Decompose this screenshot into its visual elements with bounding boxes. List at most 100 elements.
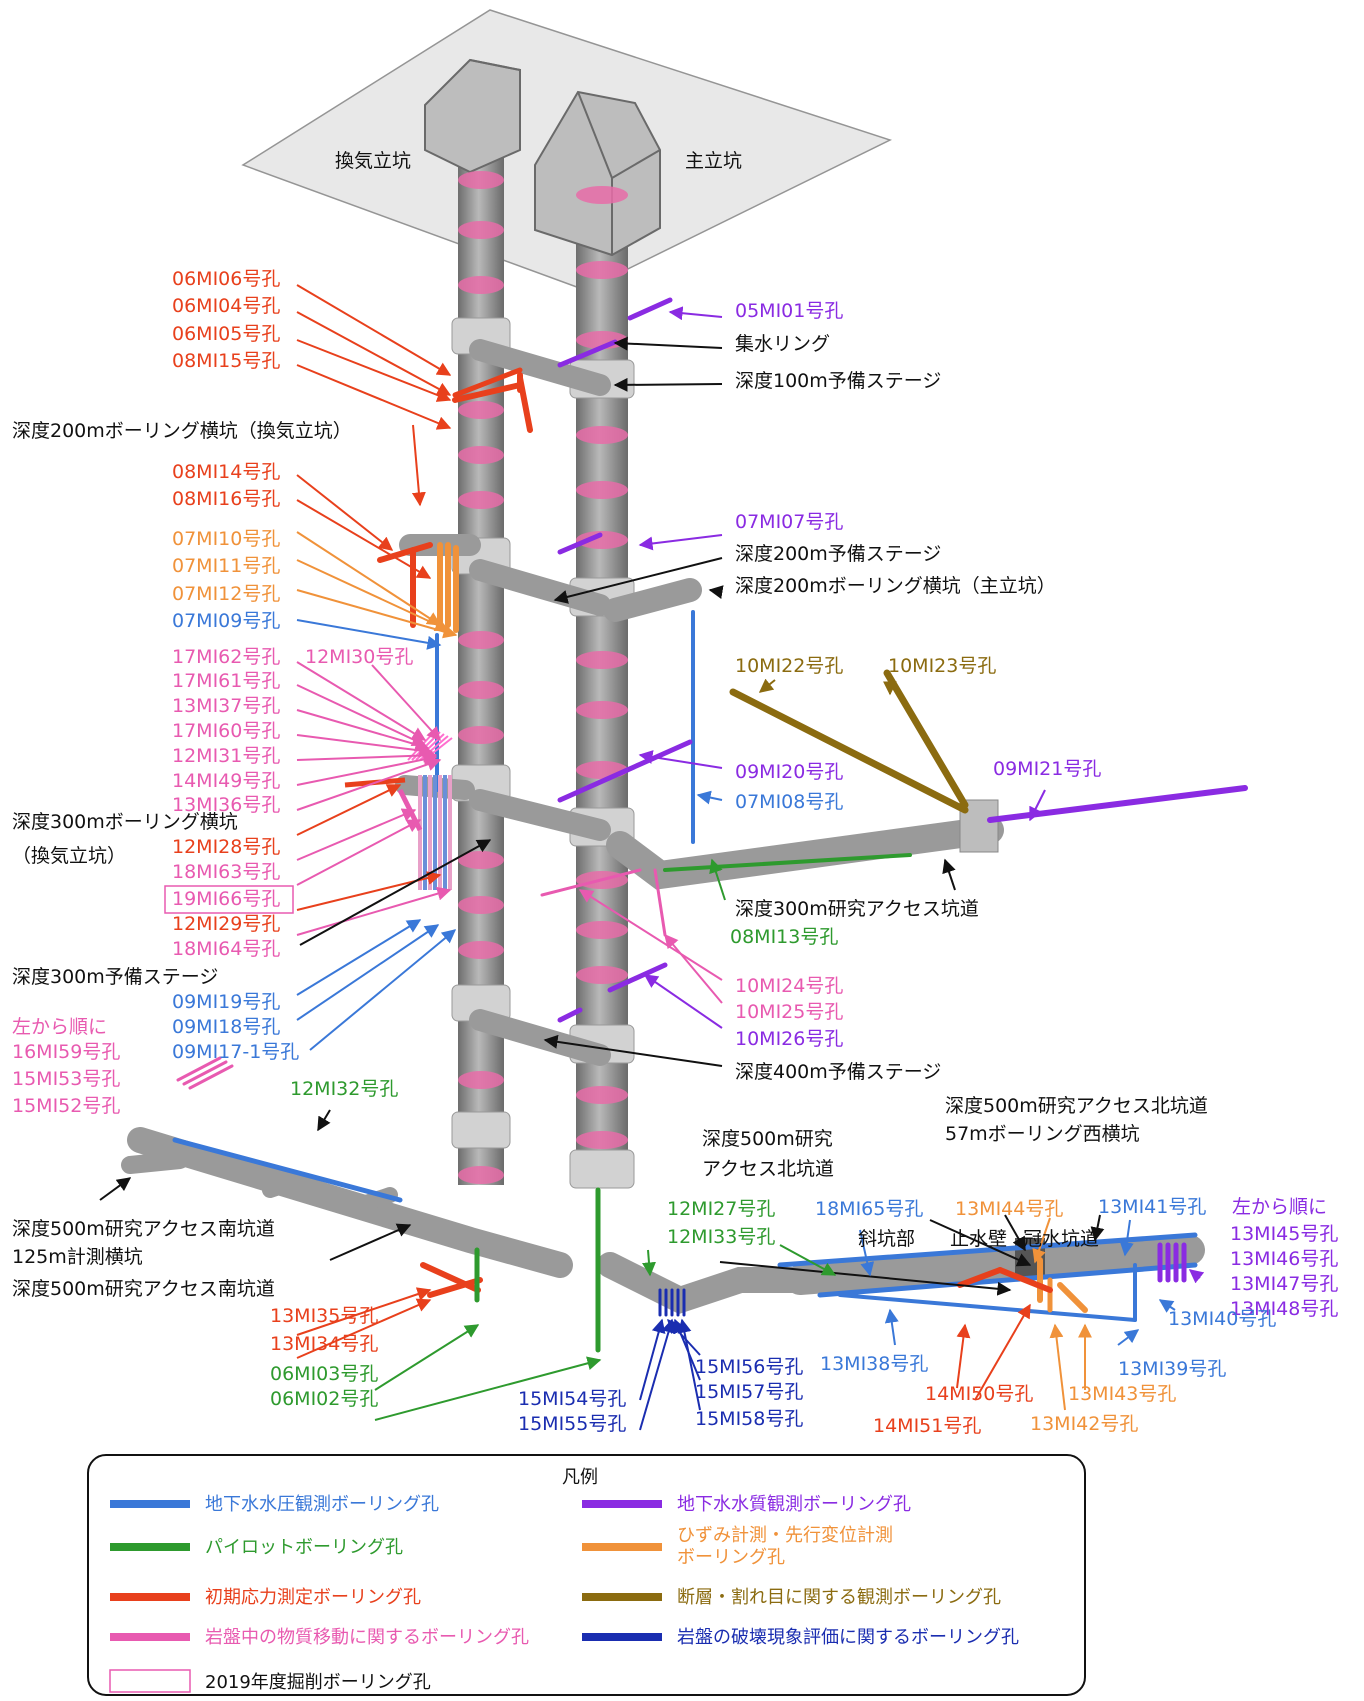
label-05MI01: 05MI01号孔: [735, 300, 843, 322]
shaft-ring: [576, 966, 628, 984]
label-07MI08: 07MI08号孔: [735, 791, 843, 813]
label-waterwall: 止水壁: [950, 1228, 1007, 1250]
ventilation-shaft-label: 換気立坑: [335, 150, 411, 172]
leader-arrow: [543, 1034, 723, 1067]
shaft-ring: [458, 681, 504, 699]
label-north57_1: 深度500m研究アクセス北坑道: [945, 1095, 1208, 1117]
label-08MI15: 08MI15号孔: [172, 350, 280, 372]
shaft-ring: [458, 221, 504, 239]
year-2019-highlight-box: [164, 885, 294, 914]
leader-arrow: [296, 752, 438, 786]
leader-arrow: [296, 919, 422, 996]
shaft-ring: [458, 171, 504, 189]
label-12MI33: 12MI33号孔: [667, 1226, 775, 1248]
leader-arrow: [371, 664, 441, 742]
leader-lines: [99, 284, 1205, 1431]
leader-arrow: [1117, 1329, 1140, 1346]
shaft-ring: [458, 1071, 504, 1089]
leader-arrow: [296, 784, 402, 836]
leader-arrow: [296, 924, 440, 1021]
label-10MI26: 10MI26号孔: [735, 1028, 843, 1050]
legend-item: 岩盤中の物質移動に関するボーリング孔: [110, 1627, 529, 1648]
leader-arrow: [942, 858, 956, 891]
borehole-line: [883, 669, 969, 809]
leader-arrow: [1119, 1219, 1134, 1257]
borehole-line: [607, 962, 668, 993]
shaft-ring: [458, 726, 504, 744]
label-ring: 集水リング: [735, 333, 830, 355]
borehole-line: [452, 367, 523, 398]
borehole-line: [176, 1056, 222, 1082]
leader-arrow: [677, 1318, 701, 1411]
leader-arrow: [99, 1177, 132, 1201]
leader-arrow: [296, 311, 452, 396]
borehole-line: [663, 853, 912, 872]
label-12MI30: 12MI30号孔: [305, 646, 413, 668]
label-14MI50: 14MI50号孔: [925, 1383, 1033, 1405]
label-06MI02: 06MI02号孔: [270, 1388, 378, 1410]
leader-arrow: [664, 933, 723, 1004]
leader-arrow: [1004, 1214, 1026, 1252]
leader-arrow: [668, 306, 723, 321]
legend-item: 断層・割れ目に関する観測ボーリング孔: [582, 1587, 1001, 1608]
label-stage400: 深度400m予備ステージ: [735, 1061, 941, 1083]
label-12MI32: 12MI32号孔: [290, 1078, 398, 1100]
leader-arrow: [296, 474, 394, 551]
shaft-ring: [576, 651, 628, 669]
leader-arrow: [884, 1308, 899, 1346]
shaft-ring: [576, 186, 628, 204]
leader-arrow: [329, 1223, 412, 1261]
label-left_order_2: 左から順に: [1232, 1196, 1327, 1218]
label-13MI48: 13MI48号孔: [1230, 1298, 1338, 1320]
borehole-line: [188, 1064, 234, 1090]
legend-title: 凡例: [562, 1467, 598, 1488]
leader-arrow: [638, 534, 723, 551]
label-18MI63: 18MI63号孔: [172, 861, 280, 883]
leader-arrow: [639, 1318, 666, 1401]
legend-label: 岩盤の破壊現象評価に関するボーリング孔: [677, 1627, 1019, 1648]
label-inclined: 斜坑部: [858, 1228, 915, 1250]
label-flooded: 冠水坑道: [1023, 1228, 1099, 1250]
shaft-ring: [458, 896, 504, 914]
label-19MI66: 19MI66号孔: [172, 888, 280, 910]
galleries: [121, 339, 1205, 1315]
label-09MI18: 09MI18号孔: [172, 1016, 280, 1038]
label-13MI44: 13MI44号孔: [955, 1198, 1063, 1220]
legend-frame: [87, 1454, 1086, 1696]
label-gallery200m: 深度200mボーリング横坑（主立坑）: [735, 575, 1056, 597]
label-15MI58: 15MI58号孔: [695, 1408, 803, 1430]
label-08MI16: 08MI16号孔: [172, 488, 280, 510]
label-13MI41: 13MI41号孔: [1098, 1196, 1206, 1218]
leader-arrow: [1049, 1323, 1066, 1411]
boreholes: [172, 297, 1248, 1353]
label-13MI46: 13MI46号孔: [1230, 1248, 1338, 1270]
legend-label: ひずみ計測・先行変位計測: [677, 1525, 893, 1546]
legend-item: 初期応力測定ボーリング孔: [110, 1587, 421, 1608]
label-10MI24: 10MI24号孔: [735, 975, 843, 997]
leader-arrow: [296, 819, 422, 886]
shaft-ring: [458, 631, 504, 649]
label-10MI25: 10MI25号孔: [735, 1001, 843, 1023]
label-stage300: 深度300m予備ステージ: [12, 966, 218, 988]
label-13MI42: 13MI42号孔: [1030, 1413, 1138, 1435]
leader-arrow: [929, 1219, 1032, 1267]
borehole-line: [729, 688, 969, 814]
leader-arrow: [296, 589, 458, 639]
label-access300: 深度300m研究アクセス坑道: [735, 898, 979, 920]
shaft-ring: [576, 1131, 628, 1149]
borehole-line: [427, 1277, 483, 1298]
leader-arrow: [296, 748, 438, 763]
label-09MI19: 09MI19号孔: [172, 991, 280, 1013]
leader-arrow: [578, 889, 723, 981]
shaft-ring: [458, 491, 504, 509]
leader-arrow: [642, 1249, 656, 1277]
leader-arrow: [613, 336, 723, 351]
borehole-line: [452, 382, 523, 403]
borehole-line: [557, 739, 693, 803]
label-15MI54: 15MI54号孔: [518, 1388, 626, 1410]
legend-label-line2: ボーリング孔: [677, 1547, 785, 1568]
label-13MI34: 13MI34号孔: [270, 1333, 378, 1355]
legend: 凡例 地下水水圧観測ボーリング孔地下水水質観測ボーリング孔パイロットボーリング孔…: [87, 1454, 1086, 1696]
leader-arrow: [1158, 1299, 1176, 1313]
